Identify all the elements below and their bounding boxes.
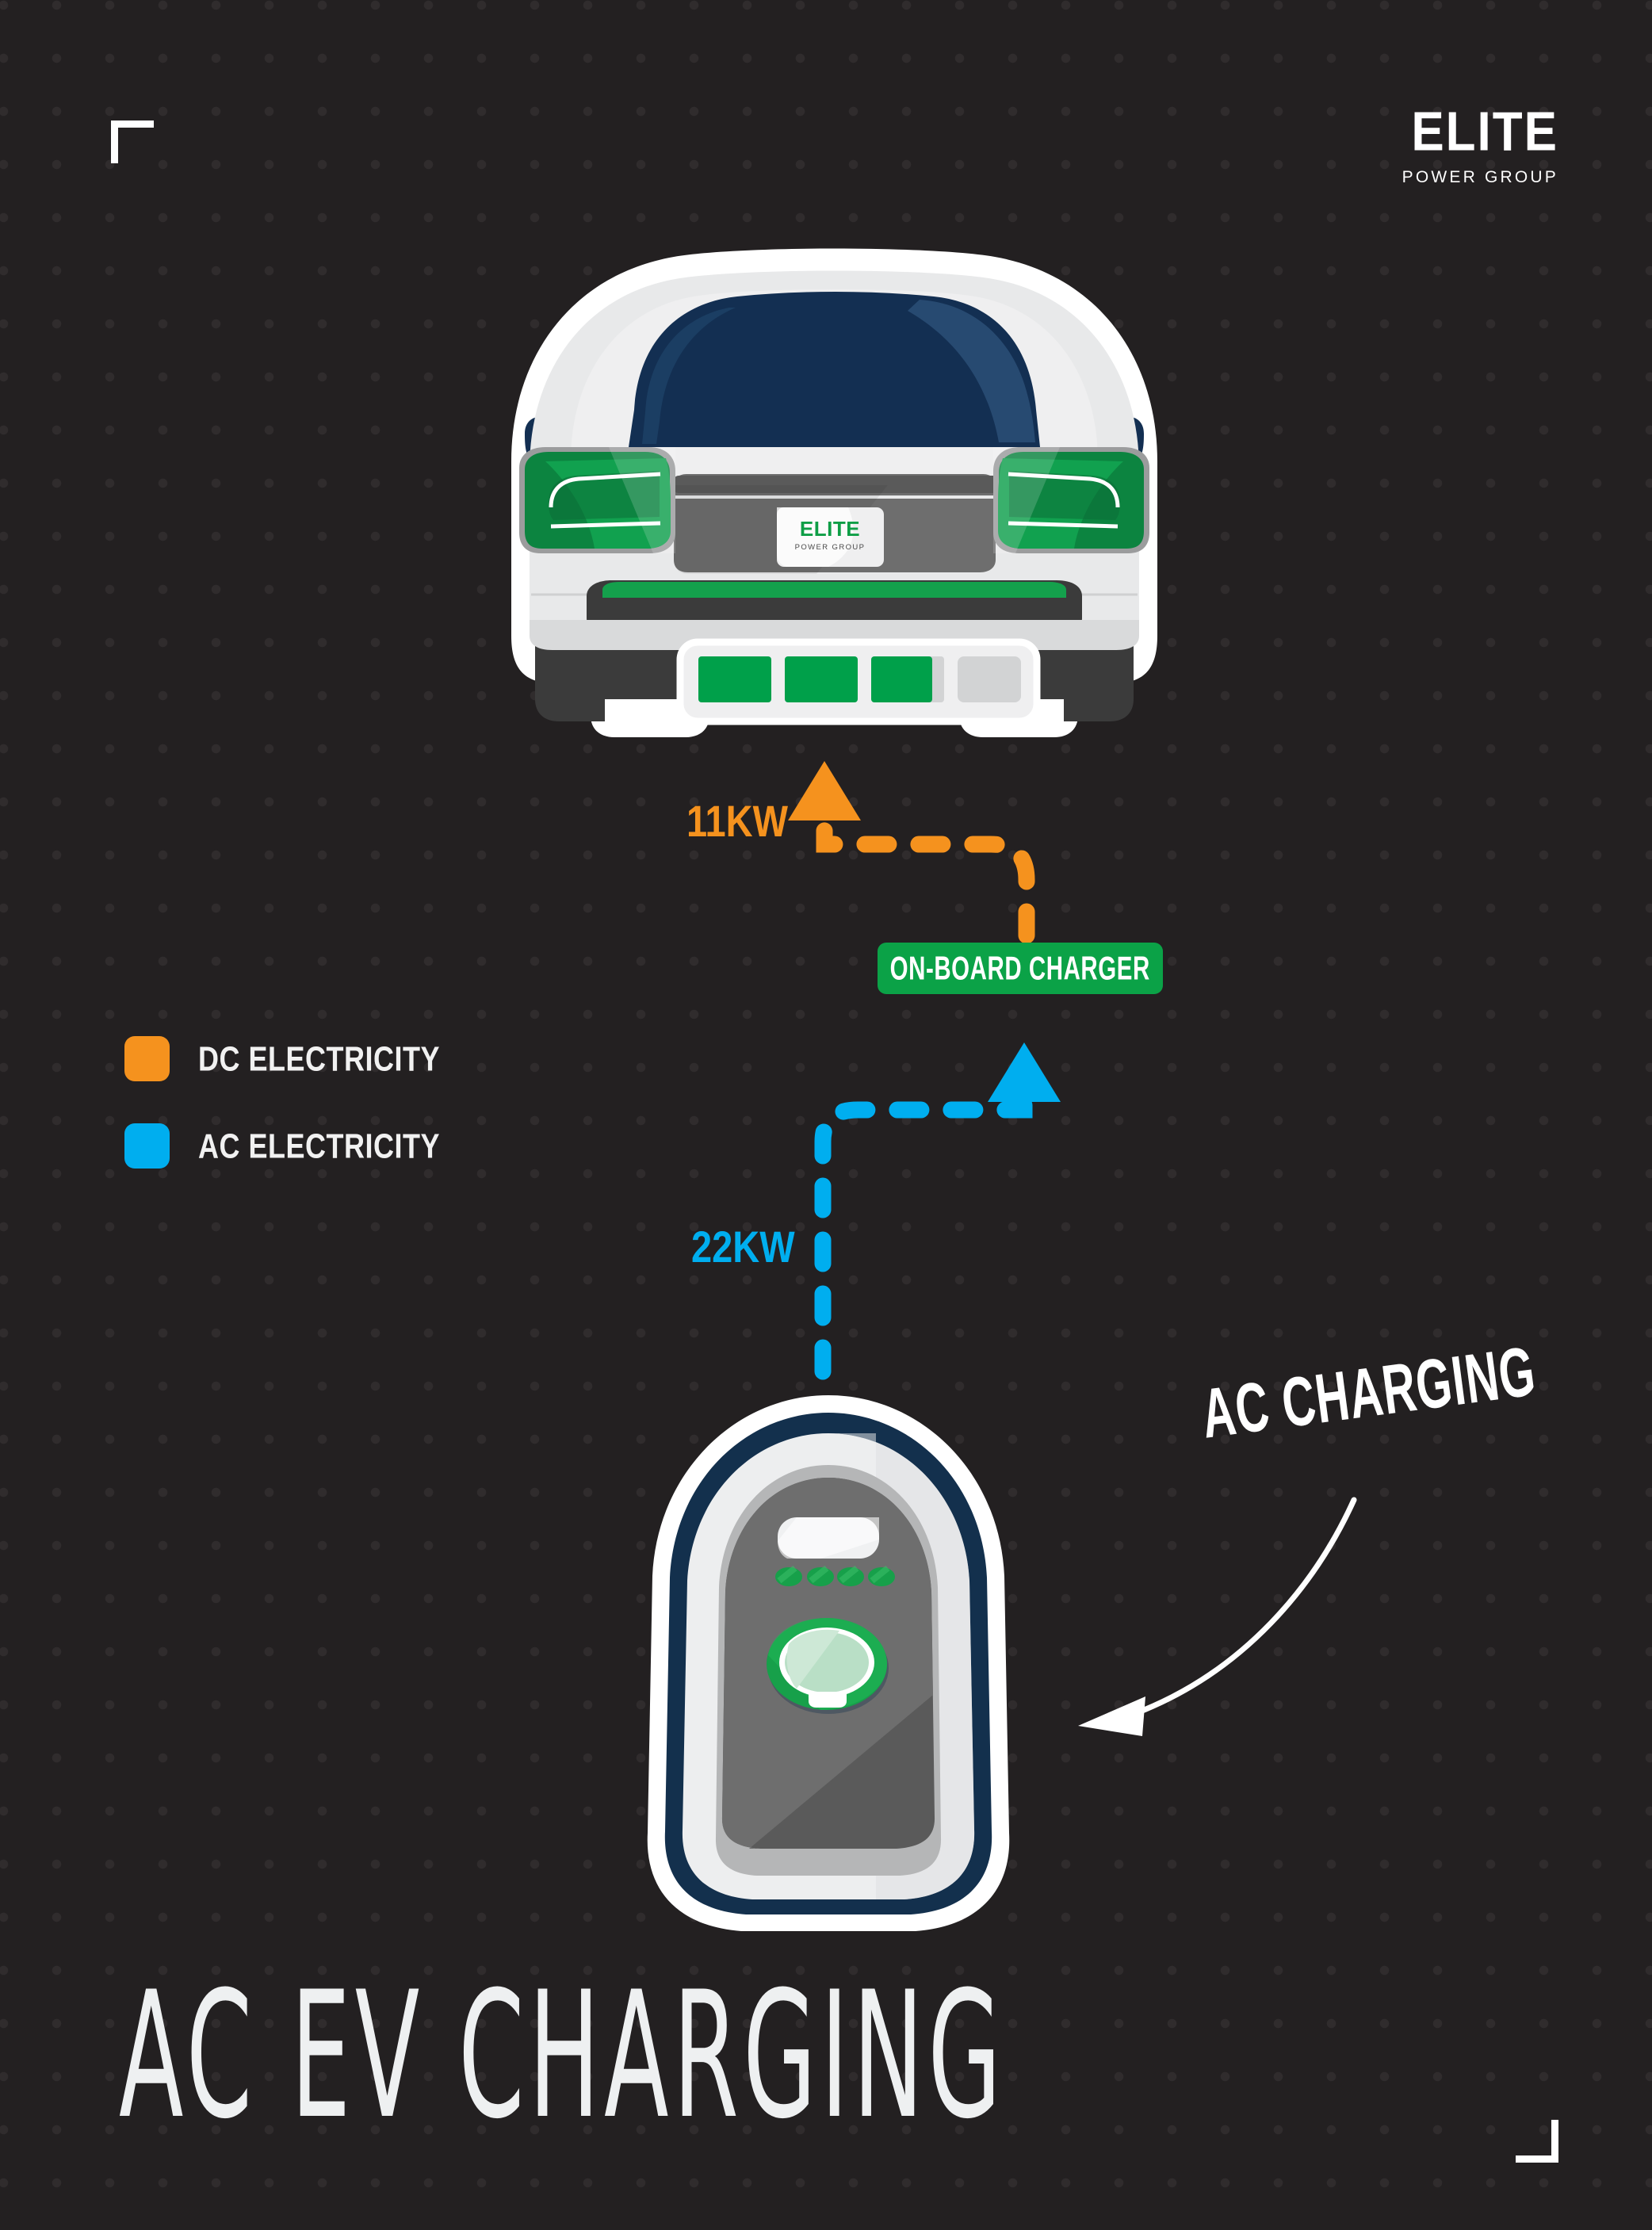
- ac-charging-station-illustration: [638, 1389, 1019, 1944]
- ac-power-label: 22KW: [691, 1222, 795, 1272]
- brand-tagline: POWER GROUP: [1402, 168, 1558, 186]
- legend-label-dc: DC ELECTRICITY: [198, 1038, 441, 1078]
- corner-bracket-bottom-right-icon: [1516, 2120, 1558, 2163]
- legend-swatch-dc: [124, 1036, 170, 1081]
- legend: DC ELECTRICITY AC ELECTRICITY: [124, 1036, 440, 1211]
- status-led-row: [775, 1565, 895, 1586]
- legend-label-ac: AC ELECTRICITY: [198, 1125, 441, 1165]
- brand-logo: ELITE POWER GROUP: [1402, 105, 1558, 186]
- dc-arrowhead-icon: [788, 761, 861, 820]
- corner-bracket-top-left-icon: [111, 120, 154, 163]
- brand-name: ELITE: [1411, 101, 1558, 163]
- legend-item-dc: DC ELECTRICITY: [124, 1036, 440, 1081]
- legend-swatch-ac: [124, 1123, 170, 1169]
- taillight-left-icon: [519, 447, 675, 553]
- charging-port-icon: [767, 1618, 889, 1714]
- on-board-charger-badge: ON-BOARD CHARGER: [878, 943, 1163, 994]
- battery-indicator: [676, 638, 1041, 725]
- callout-arrow-icon: [1078, 1497, 1357, 1736]
- plate-tagline: POWER GROUP: [795, 543, 866, 552]
- on-board-charger-label: ON-BOARD CHARGER: [889, 949, 1151, 987]
- electric-car-illustration: ELITE POWER GROUP: [476, 224, 1193, 743]
- legend-item-ac: AC ELECTRICITY: [124, 1123, 440, 1169]
- ac-charging-callout-label: AC CHARGING: [1197, 1333, 1540, 1454]
- taillight-right-icon: [993, 447, 1149, 553]
- ac-flow-path: [814, 1065, 1033, 1380]
- dc-power-label: 11KW: [686, 796, 788, 846]
- page-title: AC EV CHARGING: [119, 1955, 1006, 2159]
- plate-brand: ELITE: [800, 517, 860, 541]
- dc-flow-path: [816, 786, 1035, 944]
- ac-arrowhead-icon: [988, 1042, 1061, 1102]
